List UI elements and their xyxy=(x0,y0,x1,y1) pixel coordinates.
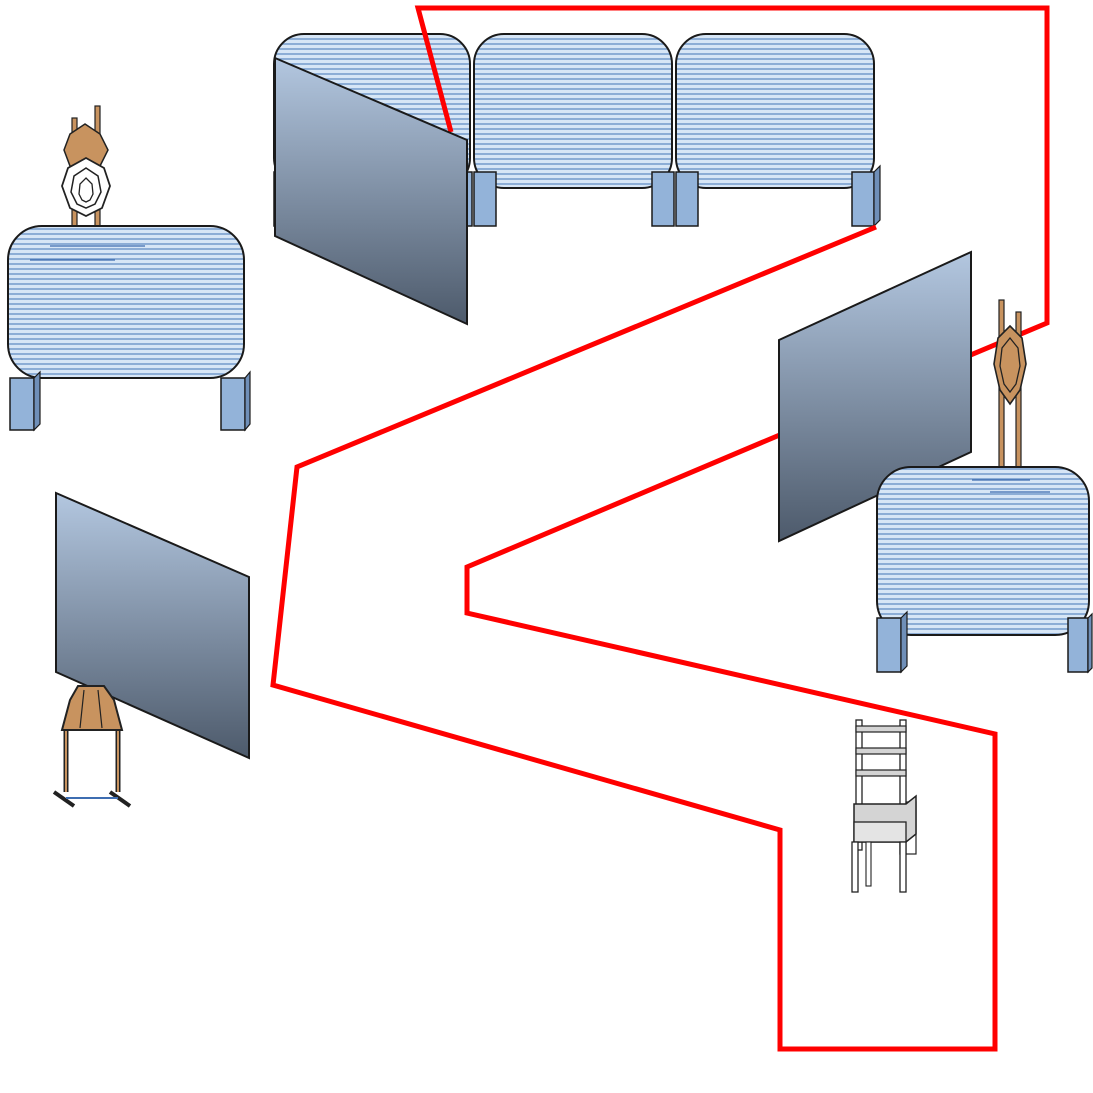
barrel-left xyxy=(7,105,251,432)
course-path-line xyxy=(270,5,1050,1052)
barrel-right xyxy=(876,466,1093,674)
chair xyxy=(851,719,917,893)
barrel-top-3 xyxy=(675,33,881,228)
target-left-top xyxy=(61,105,111,259)
barrel-top-2 xyxy=(473,33,675,227)
wall-top xyxy=(274,56,468,326)
target-left-stand xyxy=(52,685,132,808)
target-right xyxy=(993,299,1027,469)
